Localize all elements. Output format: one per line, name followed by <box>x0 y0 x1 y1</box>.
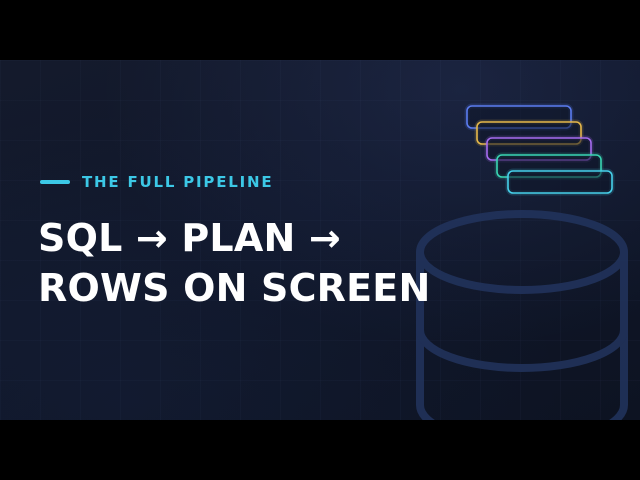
stacked-rows-icon <box>464 103 615 196</box>
eyebrow-label: THE FULL PIPELINE <box>82 173 274 191</box>
database-cylinder-icon <box>416 210 628 420</box>
title-slide: THE FULL PIPELINE SQL → PLAN → ROWS ON S… <box>0 60 640 420</box>
slide-title: SQL → PLAN → ROWS ON SCREEN <box>38 213 430 313</box>
slide-title-line-2: ROWS ON SCREEN <box>38 266 431 310</box>
eyebrow-accent-bar <box>40 180 70 184</box>
decoration-layer <box>416 103 628 420</box>
slide-title-line-1: SQL → PLAN → <box>38 216 341 260</box>
eyebrow: THE FULL PIPELINE <box>40 172 273 192</box>
row-outline <box>507 170 613 194</box>
